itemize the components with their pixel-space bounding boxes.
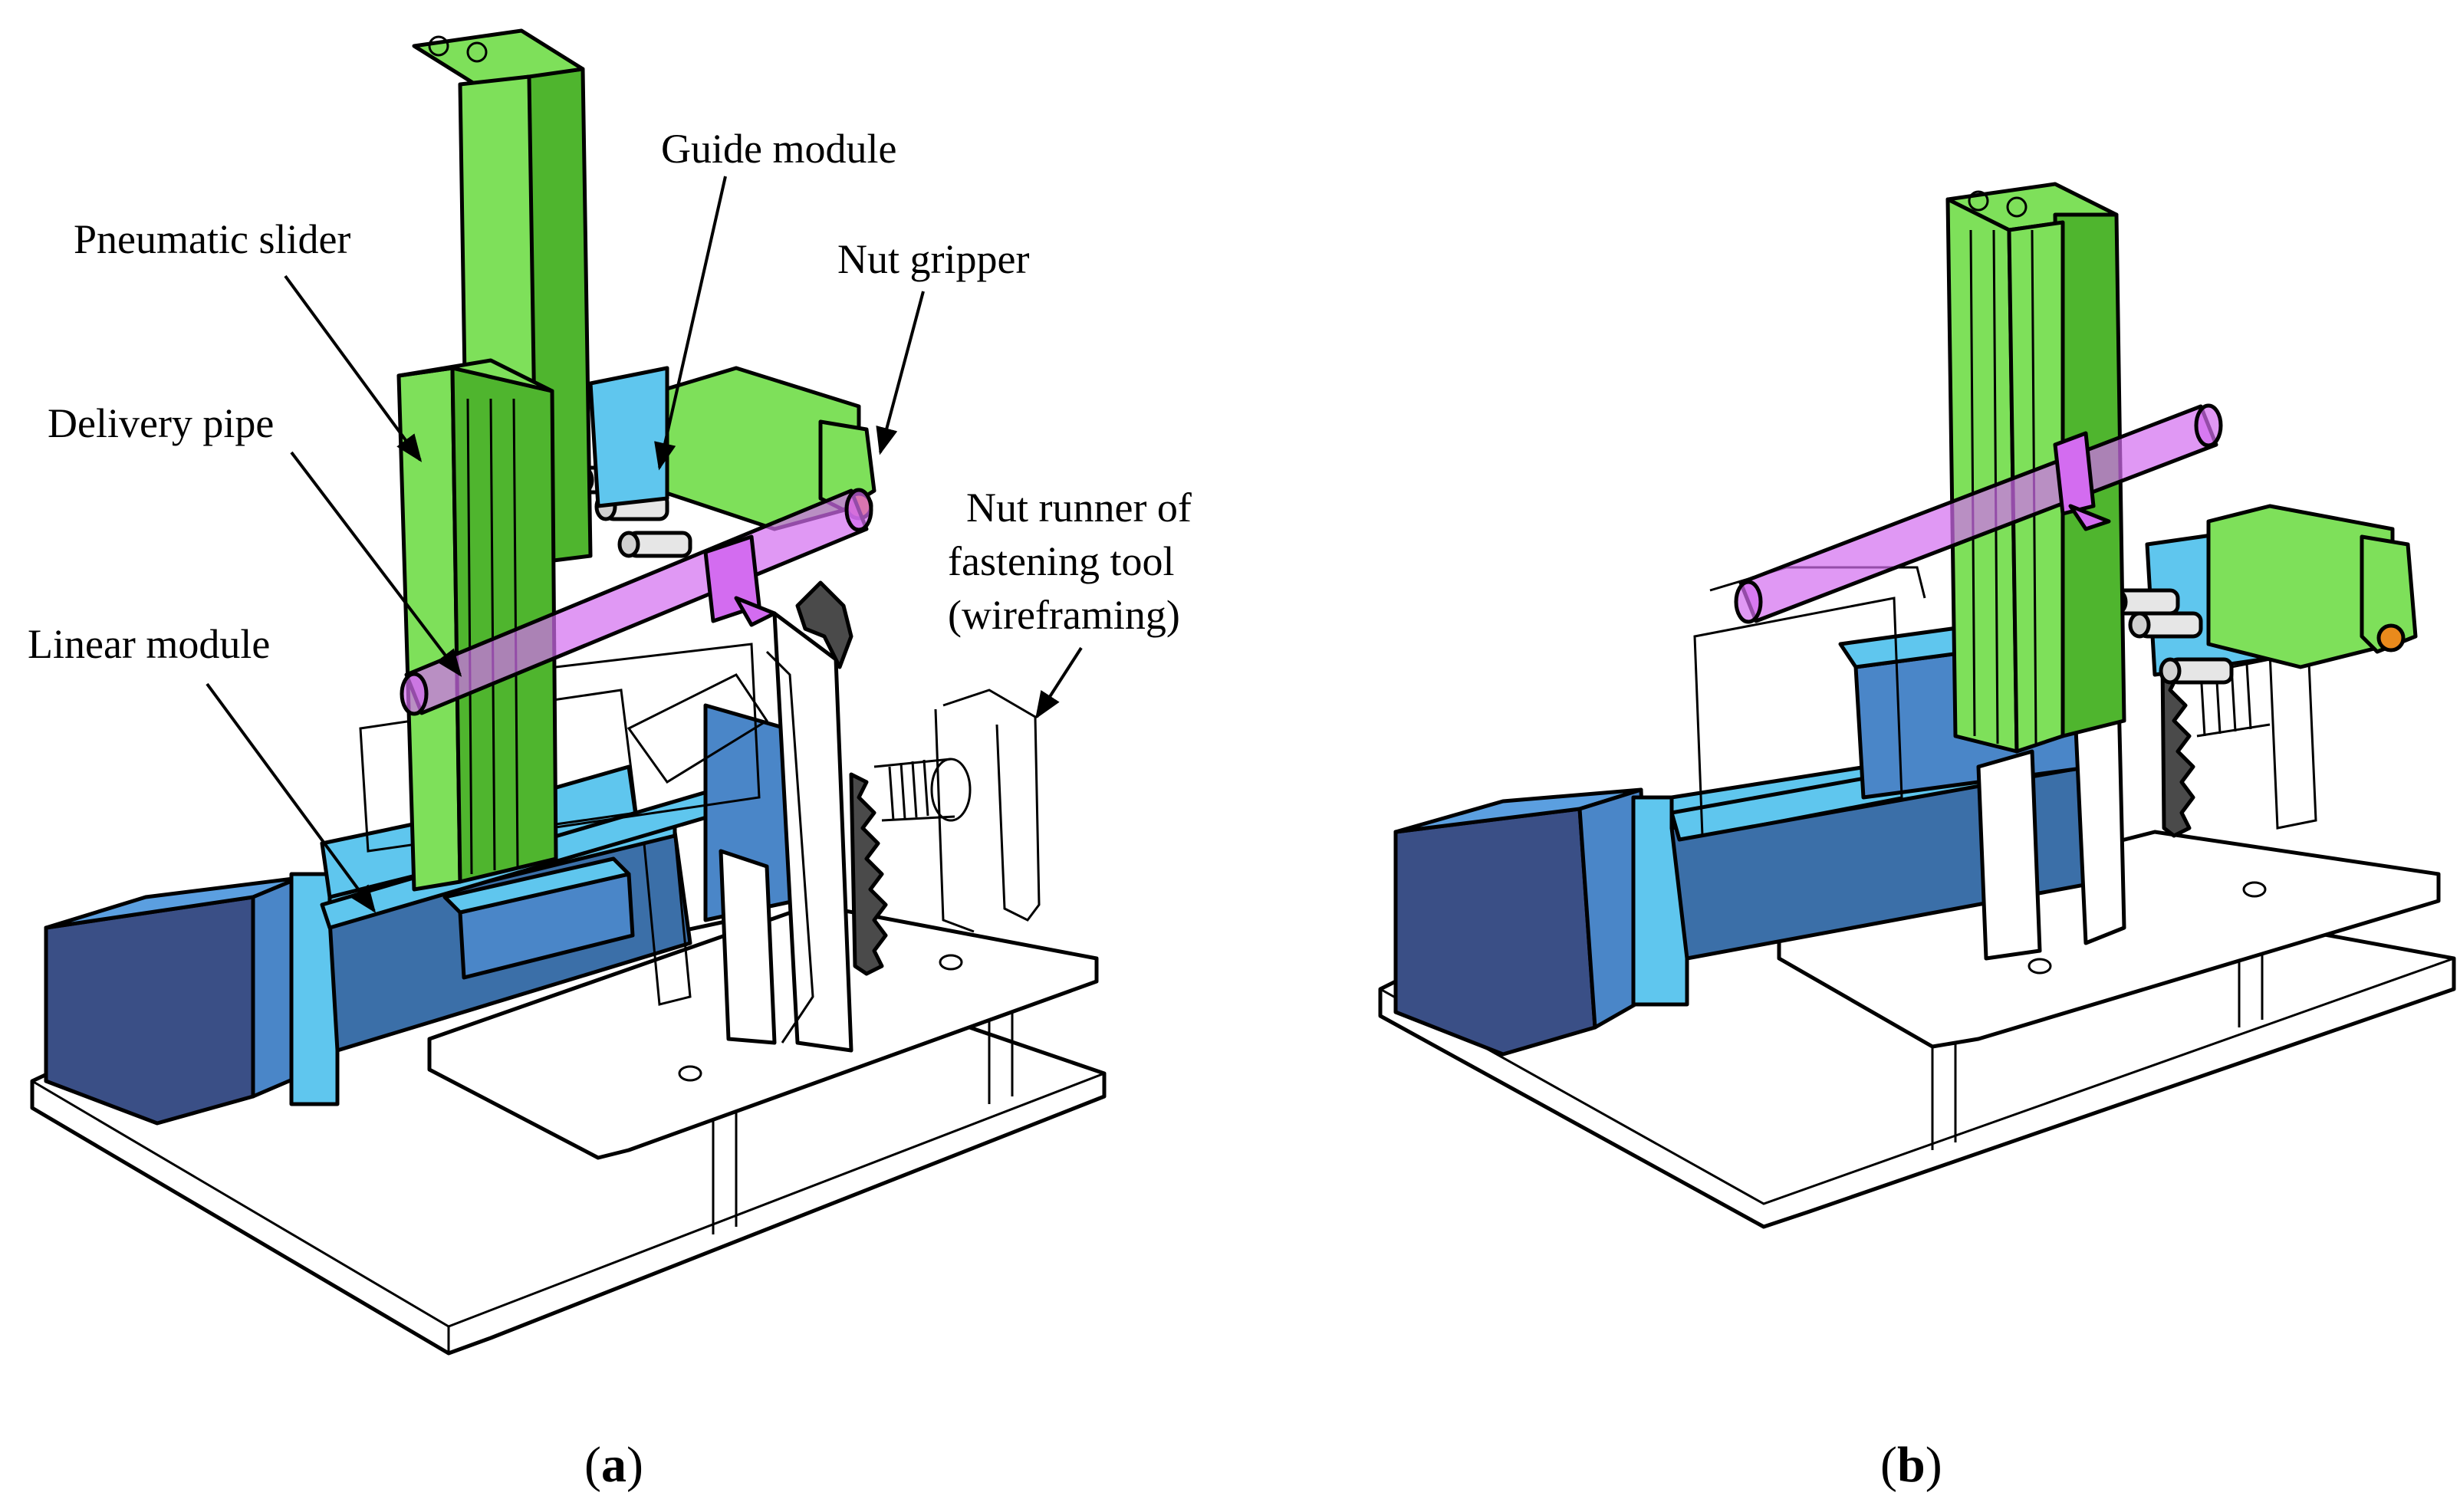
panel-a: Guide module Pneumatic slider Nut grippe… [28,28,1192,1493]
label-linear-module: Linear module [28,621,270,667]
callouts-a: Guide module Pneumatic slider Nut grippe… [28,126,1192,913]
guide-module-b [2105,588,2234,685]
caption-b: (b) [1880,1437,1942,1493]
label-nut-gripper: Nut gripper [837,236,1029,282]
delivery-pipe-a [400,488,873,716]
stepper-motor-b [1393,787,1689,1057]
stepper-motor-a [44,872,340,1126]
arrow-linear-module [206,682,377,913]
arrow-nut-gripper [876,291,925,455]
label-nut-runner-line3: (wireframing) [948,592,1180,638]
caption-a: (a) [584,1437,643,1493]
upper-plate-b [1777,830,2441,1049]
panel-b: (b) [1378,182,2456,1493]
nut-runner-wireframe-a [873,689,1041,933]
arrow-delivery-pipe [290,451,462,677]
arrow-nut-runner [1035,646,1083,720]
delivery-pipe-b [1734,403,2223,624]
nut-gripper-b [2145,504,2418,677]
label-pneumatic-slider: Pneumatic slider [74,216,350,262]
pneumatic-slider-a [396,28,593,892]
label-delivery-pipe: Delivery pipe [48,400,274,446]
label-nut-runner-line2: fastening tool [948,538,1174,584]
label-guide-module: Guide module [661,126,896,172]
nut-gripper-a [588,366,876,531]
arrow-guide-module [654,176,727,471]
frame-wireframe-a [359,580,888,1053]
label-nut-runner-line1: Nut runner of [966,485,1192,531]
arrow-pneumatic-slider [284,274,423,462]
